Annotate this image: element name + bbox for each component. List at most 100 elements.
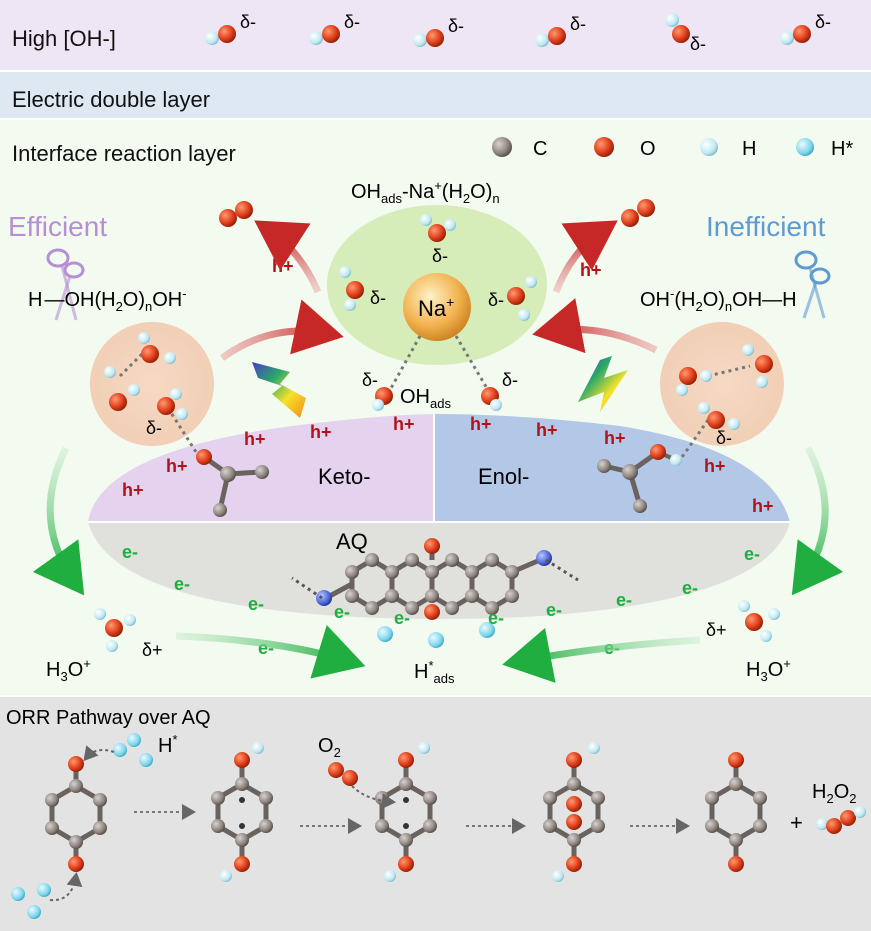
water-chain-left: δ- <box>104 332 198 453</box>
hole: h+ <box>604 428 626 448</box>
svg-text:δ-: δ- <box>690 34 706 54</box>
legend-o-label: O <box>640 138 656 160</box>
keto-label: Keto- <box>318 464 371 489</box>
hydronium-left: δ+ <box>94 608 163 660</box>
svg-text:δ-: δ- <box>815 12 831 32</box>
hydroxide-3: δ- <box>413 16 464 47</box>
legend-o-swatch <box>594 137 614 157</box>
red-arrow-to-na-left <box>219 299 344 361</box>
scissors-icon-right <box>794 250 831 319</box>
hole: h+ <box>310 422 332 442</box>
left-formula: H—OH(H2O)nOH- <box>28 286 187 314</box>
hole: h+ <box>752 496 774 516</box>
electron: e- <box>394 608 410 628</box>
efficient-label: Efficient <box>8 211 107 242</box>
inefficient-label: Inefficient <box>706 211 826 242</box>
irl-label: Interface reaction layer <box>12 141 236 166</box>
svg-text:δ-: δ- <box>146 418 162 438</box>
h2o2-molecule <box>816 806 866 834</box>
green-arrow-left-down <box>32 446 85 596</box>
lightning-bolt-left <box>252 362 306 418</box>
enol-label: Enol- <box>478 464 529 489</box>
hole: h+ <box>122 480 144 500</box>
hydroxide-row: δ- δ- δ- δ- δ- δ- <box>205 12 831 54</box>
orr-panel <box>0 697 871 931</box>
orr-title: ORR Pathway over AQ <box>6 707 211 729</box>
svg-text:δ-: δ- <box>240 12 256 32</box>
electron: e- <box>682 578 698 598</box>
aq-carbonyl-o-bottom <box>424 604 440 620</box>
orr-step-3 <box>328 742 437 882</box>
hydroxide-6: δ- <box>780 12 831 45</box>
orr-plus: + <box>790 810 803 835</box>
electron: e- <box>488 608 504 628</box>
hole: h+ <box>470 414 492 434</box>
aq-carbonyl-o-top <box>424 538 440 554</box>
red-arrow-up-left <box>254 220 322 294</box>
high-oh-label: High [OH-] <box>12 26 116 51</box>
scissors-icon-left <box>46 248 85 321</box>
electron: e- <box>122 542 138 562</box>
h3o-label-left: H3O+ <box>46 656 91 684</box>
orr-step-2 <box>211 742 273 882</box>
svg-text:δ-: δ- <box>716 428 732 448</box>
band-edl <box>0 72 871 118</box>
electron: e- <box>546 600 562 620</box>
electron: e- <box>616 590 632 610</box>
hole: h+ <box>166 456 188 476</box>
svg-text:δ-: δ- <box>570 14 586 34</box>
orr-step-4 <box>543 742 605 882</box>
hole: h+ <box>244 429 266 449</box>
red-arrow-up-right <box>552 220 618 294</box>
svg-text:δ+: δ+ <box>142 640 163 660</box>
o2-left <box>219 201 253 227</box>
hole: h+ <box>704 456 726 476</box>
hole: h+ <box>536 420 558 440</box>
legend-hstar-swatch <box>796 138 814 156</box>
svg-text:δ-: δ- <box>448 16 464 36</box>
o2-right <box>621 199 655 227</box>
aq-label: AQ <box>336 529 368 554</box>
hydroxide-4: δ- <box>535 14 586 47</box>
na-waters: δ- δ- δ- <box>339 214 537 321</box>
na-ion-label: Na+ <box>418 294 454 321</box>
water-chain-right: δ- <box>676 344 773 461</box>
electron: e- <box>744 544 760 564</box>
hole: h+ <box>580 260 602 280</box>
svg-text:δ-: δ- <box>488 290 504 310</box>
edl-label: Electric double layer <box>12 87 210 112</box>
keto-molecule <box>196 449 269 517</box>
hole: h+ <box>272 256 294 276</box>
svg-text:δ+: δ+ <box>706 620 727 640</box>
hole: h+ <box>393 414 415 434</box>
electron: e- <box>174 574 190 594</box>
legend-c-label: C <box>533 138 547 160</box>
red-arrow-to-na-right <box>532 298 658 354</box>
green-arrow-right-down <box>791 446 844 596</box>
orr-h2o2-label: H2O2 <box>812 781 856 806</box>
green-arrow-to-hads-right <box>502 627 701 683</box>
hydroxide-2: δ- <box>309 12 360 45</box>
hydronium-right: δ+ <box>706 600 780 642</box>
legend: C O H H* <box>492 137 853 160</box>
hstar-ads-atoms <box>377 622 495 648</box>
ohads-right: δ- <box>481 370 518 411</box>
enol-molecule <box>597 444 682 513</box>
orr-step-1 <box>11 733 153 919</box>
legend-c-swatch <box>492 137 512 157</box>
hydroxide-5: δ- <box>665 13 706 54</box>
electron: e- <box>334 602 350 622</box>
legend-hstar-label: H* <box>831 138 853 160</box>
hydroxide-1: δ- <box>205 12 256 45</box>
na-complex-label: OHads-Na+(H2O)n <box>351 178 500 206</box>
svg-text:δ-: δ- <box>344 12 360 32</box>
aq-n-right <box>536 550 552 566</box>
aq-n-left <box>316 590 332 606</box>
lightning-bolt-right <box>578 356 628 412</box>
svg-text:δ-: δ- <box>502 370 518 390</box>
legend-h-swatch <box>700 138 718 156</box>
right-formula: OH-(H2O)nOH—H <box>640 286 797 314</box>
legend-h-label: H <box>742 138 756 160</box>
svg-text:δ-: δ- <box>370 288 386 308</box>
orr-step-5 <box>705 752 767 872</box>
